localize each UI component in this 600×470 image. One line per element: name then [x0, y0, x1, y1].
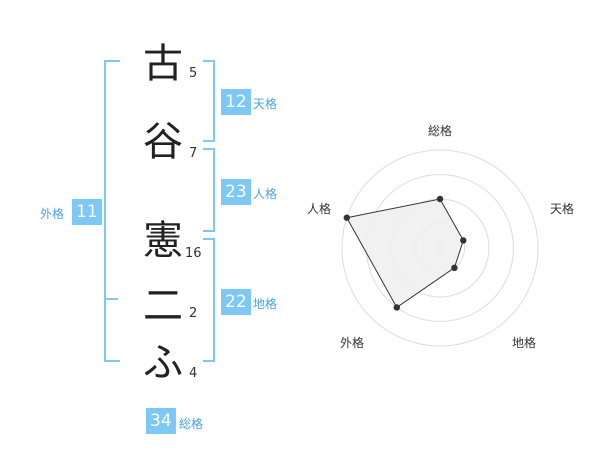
jinkaku-label: 人格 [253, 187, 278, 201]
jinkaku-value-badge: 23 [221, 179, 251, 205]
stroke-count-3: 16 [185, 246, 202, 261]
name-char-5: ふ [143, 340, 183, 386]
radar-point-4 [393, 304, 400, 311]
radar-point-2 [460, 237, 467, 244]
radar-grid-ring-4 [341, 149, 539, 347]
radar-point-1 [436, 195, 444, 203]
radar-axis-label-1: 総格 [428, 123, 452, 138]
radar-point-5 [343, 214, 350, 221]
radar-axis-label-5: 人格 [307, 201, 331, 216]
gaikaku-bracket-divider [104, 298, 118, 300]
name-char-1: 古 [143, 41, 183, 87]
gaikaku-label: 外格 [40, 207, 65, 221]
stroke-count-2: 7 [189, 146, 198, 161]
radar-data-polygon [346, 198, 464, 309]
radar-axis-label-2: 天格 [550, 201, 574, 216]
tenkaku-value-badge: 12 [221, 89, 251, 115]
radar-axis-label-4: 外格 [340, 335, 364, 350]
gaikaku-bracket [104, 60, 120, 362]
name-char-4: 二 [143, 283, 183, 329]
radar-point-3 [451, 264, 458, 272]
soukaku-value-badge: 34 [146, 408, 176, 434]
jinkaku-bracket [203, 148, 215, 232]
soukaku-label: 総格 [179, 417, 204, 431]
chikaku-value-badge: 22 [221, 289, 251, 315]
name-char-2: 谷 [143, 119, 183, 165]
stroke-count-5: 4 [189, 366, 198, 381]
tenkaku-bracket [203, 60, 215, 142]
chikaku-label: 地格 [253, 297, 278, 311]
chikaku-bracket [203, 238, 215, 362]
gaikaku-value-badge: 11 [72, 199, 102, 225]
tenkaku-label: 天格 [253, 97, 278, 111]
stroke-count-4: 2 [189, 306, 198, 321]
stroke-count-1: 5 [189, 66, 198, 81]
name-char-3: 憲 [143, 218, 183, 264]
radar-axis-label-3: 地格 [512, 335, 536, 350]
